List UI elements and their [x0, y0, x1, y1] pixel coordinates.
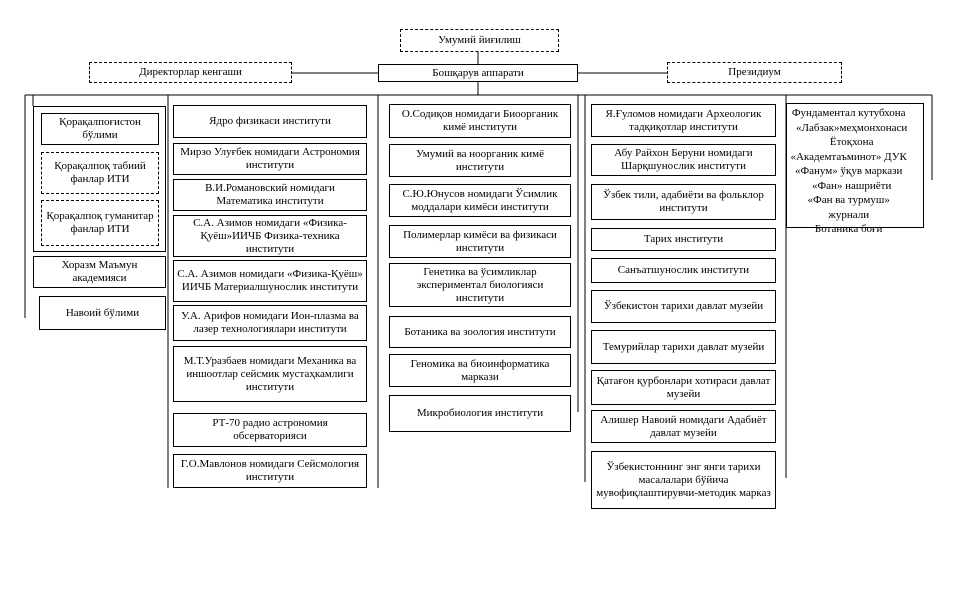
directors-council-box: Директорлар кенгаши — [89, 62, 292, 83]
institute-box: С.Ю.Юнусов номидаги Ўсимлик моддалари ки… — [389, 184, 571, 217]
institute-box: Полимерлар кимёси ва физикаси институти — [389, 225, 571, 258]
institute-box: У.А. Арифов номидаги Ион-плазма ва лазер… — [173, 305, 367, 341]
institute-box: С.А. Азимов номидаги «Физика-Қуёш» ИИЧБ … — [173, 260, 367, 302]
museum-box: Ўзбекистон тарихи давлат музейи — [591, 290, 776, 323]
museum-box: Темурийлар тарихи давлат музейи — [591, 330, 776, 364]
institute-box: Абу Райхон Беруни номидаги Шарқшунослик … — [591, 144, 776, 176]
support-item: «Фан» нашриёти — [811, 179, 892, 192]
institute-box: О.Содиқов номидаги Биоорганик кимё инсти… — [389, 104, 571, 138]
institute-box: Ботаника ва зоология институти — [389, 316, 571, 348]
institute-box: Г.О.Мавлонов номидаги Сейсмология инстит… — [173, 454, 367, 488]
institute-box: С.А. Азимов номидаги «Физика-Қуёш»ИИЧБ Ф… — [173, 215, 367, 257]
center-box: Геномика ва биоинформатика маркази — [389, 354, 571, 387]
institute-box: Тарих институти — [591, 228, 776, 251]
management-apparatus-box: Бошқарув аппарати — [378, 64, 578, 82]
museum-box: Қатағон қурбонлари хотираси давлат музей… — [591, 370, 776, 405]
navoi-branch-box: Навоий бўлими — [39, 296, 166, 330]
support-services-box: Фундаментал кутубхона «Лабзак»меҳмонхона… — [786, 103, 924, 235]
karakalpak-humanitarian-box: Қорақалпоқ гуманитар фанлар ИТИ — [41, 200, 159, 246]
support-item: журнали — [828, 208, 870, 221]
support-item: Ётоқхона — [829, 136, 874, 148]
center-box: Ўзбекистоннинг энг янги тарихи масалалар… — [591, 451, 776, 509]
institute-box: Санъатшунослик институти — [591, 258, 776, 283]
observatory-box: РТ-70 радио астрономия обсерваторияси — [173, 413, 367, 447]
support-item: «Лабзак»меҳмонхонаси — [796, 121, 908, 134]
khorezm-academy-box: Хоразм Маъмун академияси — [33, 256, 166, 288]
support-item: Ботаника боғи — [814, 223, 883, 235]
institute-box: Я.Ғуломов номидаги Археологик тадқиқотла… — [591, 104, 776, 137]
support-services-list: Фундаментал кутубхона «Лабзак»меҳмонхона… — [787, 104, 910, 237]
institute-box: В.И.Романовский номидаги Математика инст… — [173, 179, 367, 211]
karakalpak-natural-sciences-box: Қорақалпоқ табиий фанлар ИТИ — [41, 152, 159, 194]
institute-box: Микробиология институти — [389, 395, 571, 432]
institute-box: Умумий ва ноорганик кимё институти — [389, 144, 571, 177]
karakalpak-branch-box: Қорақалпоғистон бўлими — [41, 113, 159, 145]
support-item: «Фан ва турмуш» — [807, 194, 890, 206]
institute-box: Ядро физикаси институти — [173, 105, 367, 138]
support-item: Фундаментал кутубхона — [791, 107, 906, 119]
institute-box: М.Т.Уразбаев номидаги Механика ва иншоот… — [173, 346, 367, 402]
presidium-box: Президиум — [667, 62, 842, 83]
general-assembly-box: Умумий йиғилиш — [400, 29, 559, 52]
institute-box: Ўзбек тили, адабиёти ва фольклор институ… — [591, 184, 776, 220]
support-item: «Академтаъминот» ДУК — [790, 150, 907, 163]
museum-box: Алишер Навоий номидаги Адабиёт давлат му… — [591, 410, 776, 443]
institute-box: Мирзо Улуғбек номидаги Астрономия инстит… — [173, 143, 367, 175]
support-item: «Фанум» ўқув маркази — [794, 165, 903, 177]
institute-box: Генетика ва ўсимликлар экспериментал био… — [389, 263, 571, 307]
